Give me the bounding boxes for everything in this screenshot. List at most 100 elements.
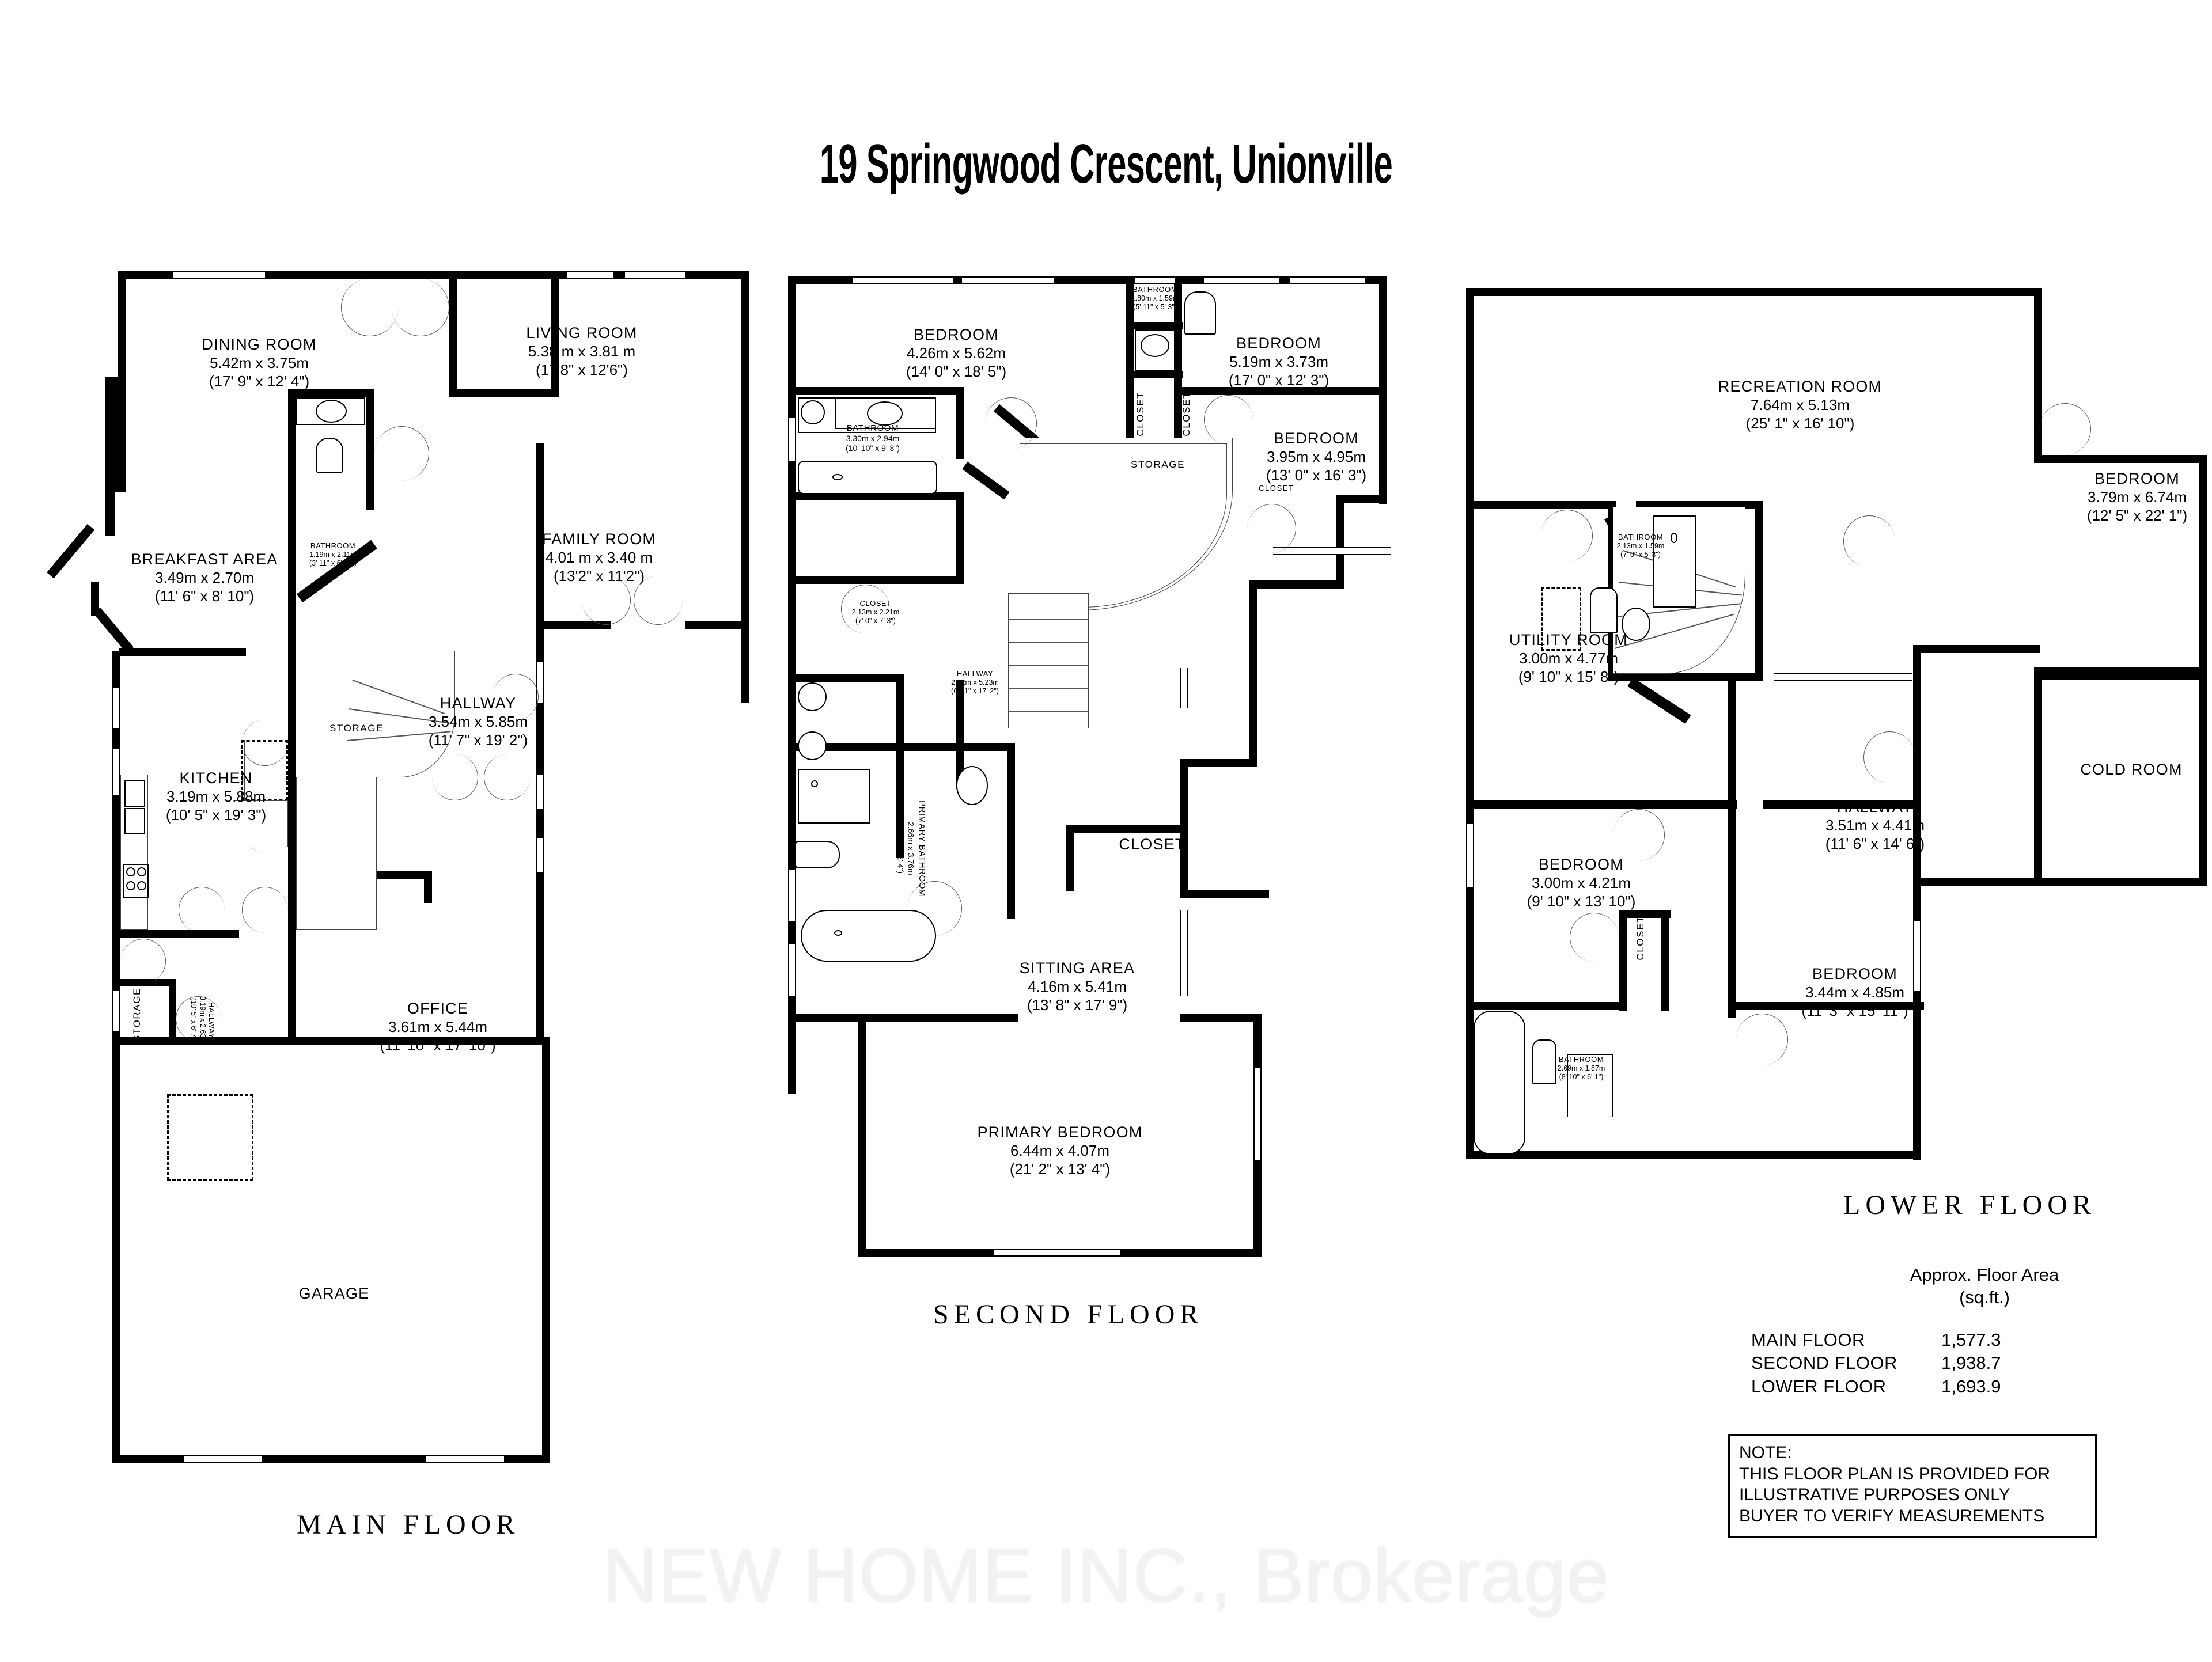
window	[625, 271, 685, 279]
area-summary: Approx. Floor Area (sq.ft.) MAIN FLOOR 1…	[1751, 1264, 2163, 1399]
wall	[105, 490, 115, 536]
kitchen-sink	[124, 780, 145, 807]
sink	[801, 400, 825, 424]
tub-drain	[834, 930, 842, 936]
sink	[798, 682, 827, 711]
room-label-hallway-2f: HALLWAY 2.12m x 5.23m (6' 11" x 17' 2")	[951, 669, 999, 696]
window	[1180, 668, 1188, 708]
window	[788, 418, 796, 461]
stove-burner	[126, 867, 135, 876]
counter	[235, 800, 288, 847]
note-line-4: BUYER TO VERIFY MEASUREMENTS	[1739, 1506, 2045, 1526]
window	[184, 1455, 262, 1463]
area-row: LOWER FLOOR 1,693.9	[1751, 1375, 2163, 1399]
cold-room-label: COLD ROOM	[2080, 761, 2183, 778]
room-label-primary-bedroom: PRIMARY BEDROOM 6.44m x 4.07m (21' 2" x …	[977, 1124, 1143, 1178]
wall	[2034, 288, 2042, 461]
wall	[1466, 288, 2042, 296]
storage-label: STORAGE	[329, 723, 384, 734]
wall	[956, 492, 964, 579]
wall	[2034, 878, 2207, 886]
wall	[1007, 821, 1015, 919]
wall	[741, 271, 749, 703]
wall	[956, 387, 964, 459]
wall	[1180, 1014, 1262, 1022]
window	[962, 276, 1054, 284]
room-label-closet-dim: CLOSET 2.13m x 2.21m (7' 0" x 7' 3")	[851, 599, 900, 625]
door-arc	[484, 754, 530, 800]
door-arc	[432, 754, 478, 800]
room-label-sitting-area: SITTING AREA 4.16m x 5.41m (13' 8" x 17'…	[1019, 959, 1135, 1014]
wall	[1066, 825, 1181, 833]
stair-tread	[1009, 665, 1088, 666]
room-label-hallway: HALLWAY 3.54m x 5.85m (11' 7" x 19' 2")	[428, 695, 528, 749]
window	[1913, 921, 1921, 991]
window	[1774, 673, 1912, 681]
room-label-bathroom-small: BATHROOM 1.80m x 1.59m (5' 11" x 5' 3")	[1131, 285, 1179, 312]
wall	[2199, 667, 2207, 886]
kitchen-sink	[124, 808, 145, 834]
window	[788, 870, 796, 921]
wall	[1661, 910, 1669, 1011]
wall	[1174, 377, 1182, 452]
storage-label-2: STORAGE	[131, 988, 142, 1042]
area-label: LOWER FLOOR	[1751, 1376, 1887, 1397]
shower-drain	[811, 780, 818, 787]
wall	[1466, 1002, 1627, 1010]
wall	[424, 871, 432, 903]
vanity	[1590, 587, 1618, 633]
furniture-dashed	[1541, 587, 1581, 651]
room-label-bedroom-1: BEDROOM 4.26m x 5.62m (14' 0" x 18' 5")	[906, 326, 1007, 380]
door-arc	[1247, 504, 1296, 553]
door-arc	[985, 397, 1037, 449]
sink	[956, 766, 988, 805]
wall	[2034, 455, 2207, 463]
window	[112, 749, 120, 795]
wall	[551, 271, 559, 397]
lower-floor-caption: LOWER FLOOR	[1843, 1190, 2096, 1220]
wall	[536, 443, 544, 628]
room-label-hallway-small: HALLWAY 3.19m x 2.63m (10' 5" x 6' 7")	[190, 996, 216, 1044]
kitchen-counter	[161, 740, 245, 803]
wall	[105, 377, 126, 492]
wall	[1913, 645, 1921, 887]
closet-label-c: CLOSET	[1259, 484, 1294, 492]
door-arc	[1570, 913, 1619, 962]
shower	[1184, 291, 1216, 335]
lower-floor-plan: RECREATION ROOM 7.64m x 5.13m (25' 1" x …	[1440, 0, 2212, 1267]
wall	[449, 389, 559, 397]
wall	[1728, 1002, 1924, 1010]
wall	[1066, 825, 1074, 891]
wall	[288, 712, 296, 746]
shower	[798, 769, 870, 824]
door-arc	[1204, 395, 1253, 444]
door-arc	[341, 279, 399, 336]
wall	[1755, 501, 1763, 680]
door-arc	[242, 887, 288, 933]
door-arc	[493, 674, 539, 720]
brokerage-watermark: NEW HOME INC., Brokerage	[603, 1533, 1609, 1618]
wall	[542, 1037, 550, 1463]
sink	[1141, 334, 1169, 357]
wall	[118, 271, 126, 380]
counter	[1567, 1054, 1613, 1117]
wall	[1249, 580, 1344, 589]
area-heading-line-1: Approx. Floor Area	[1910, 1265, 2059, 1285]
wall	[1379, 276, 1387, 392]
tub-drain	[832, 474, 843, 480]
window	[994, 1249, 1120, 1257]
sink	[798, 731, 827, 760]
wall	[1608, 673, 1763, 681]
wall	[449, 271, 457, 397]
wall	[1249, 580, 1257, 765]
wall	[1763, 800, 1921, 809]
wall	[1466, 288, 1474, 1158]
wall	[1466, 800, 1737, 809]
closet-label-lower: CLOSET	[1635, 916, 1646, 961]
room-label-bedroom-lower-1: BEDROOM 3.79m x 6.74m (12' 5" x 22' 1")	[2086, 470, 2188, 524]
window	[788, 944, 796, 996]
door-arc	[907, 881, 962, 936]
page-title: 19 Springwood Crescent, Unionville	[819, 133, 1393, 195]
area-value: 1,577.3	[1941, 1329, 2001, 1350]
wall	[788, 674, 903, 682]
